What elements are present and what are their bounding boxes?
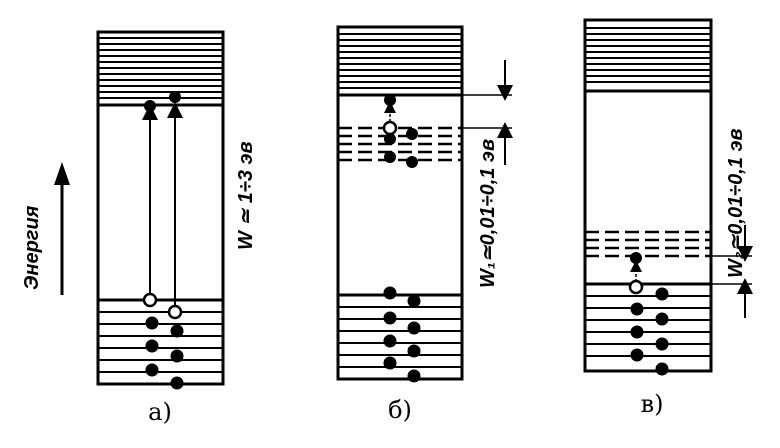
panel-a-conduction-band [98, 37, 223, 107]
electron [630, 302, 644, 316]
panel-c-valence-electrons [630, 287, 669, 376]
panel-c-conduction-band [585, 27, 711, 93]
panel-c-donor-levels [585, 230, 711, 258]
electron [383, 286, 397, 300]
panel-a-frame [96, 30, 225, 386]
electron [383, 356, 397, 370]
panel-b-conduction-band [338, 33, 462, 97]
panel-b-frame [336, 25, 464, 381]
electron [144, 100, 156, 112]
electron [655, 362, 669, 376]
electron [383, 334, 397, 348]
electron [655, 287, 669, 301]
electron [384, 94, 396, 106]
panel-b-gap-dimension [462, 60, 513, 165]
electron [406, 156, 418, 168]
panel-b-caption: б) [388, 396, 412, 424]
panel-b-gap-label: W₁≃0,01÷0,1 эв [477, 139, 499, 288]
electron [407, 344, 421, 358]
panel-b-transitions [382, 94, 418, 168]
electron [384, 133, 396, 145]
panel-c-frame [583, 18, 713, 373]
hole [142, 292, 158, 308]
hole [382, 120, 398, 136]
electron [630, 348, 644, 362]
panel-c-valence-band [585, 282, 711, 357]
panel-c-caption: в) [641, 390, 664, 418]
electron [384, 151, 396, 163]
electron [383, 311, 397, 325]
panel-c: W₂≃0,01÷0,1 эв в) [583, 18, 753, 418]
electron [145, 339, 159, 353]
electron [407, 321, 421, 335]
panel-a: W ≃ 1÷3 эв а) [96, 30, 257, 426]
electron [630, 252, 642, 264]
energy-axis: Энергия [21, 162, 70, 295]
electron [170, 349, 184, 363]
hole [167, 304, 183, 320]
electron [655, 337, 669, 351]
panel-a-valence-band [98, 298, 223, 373]
panel-a-valence-electrons [145, 316, 184, 390]
energy-axis-label: Энергия [21, 205, 43, 290]
panel-b: W₁≃0,01÷0,1 эв б) [336, 25, 513, 424]
electron [145, 363, 159, 377]
electron [407, 369, 421, 383]
panel-a-gap-label: W ≃ 1÷3 эв [235, 141, 257, 250]
electron [145, 316, 159, 330]
panel-b-acceptor-levels [338, 126, 462, 162]
electron [170, 324, 184, 338]
energy-arrow-head [54, 162, 70, 185]
panel-a-transitions [142, 91, 183, 320]
panel-b-valence-electrons [383, 286, 421, 383]
electron [655, 312, 669, 326]
panel-b-valence-band [338, 293, 462, 368]
panel-c-gap-label: W₂≃0,01÷0,1 эв [725, 128, 747, 278]
electron [169, 91, 181, 103]
hole [628, 279, 644, 295]
electron [407, 294, 421, 308]
panel-c-transitions [628, 252, 644, 295]
electron [630, 325, 644, 339]
electron [406, 128, 418, 140]
panel-a-caption: а) [148, 398, 172, 426]
panel-c-gap-dimension [711, 225, 753, 318]
electron [170, 376, 184, 390]
